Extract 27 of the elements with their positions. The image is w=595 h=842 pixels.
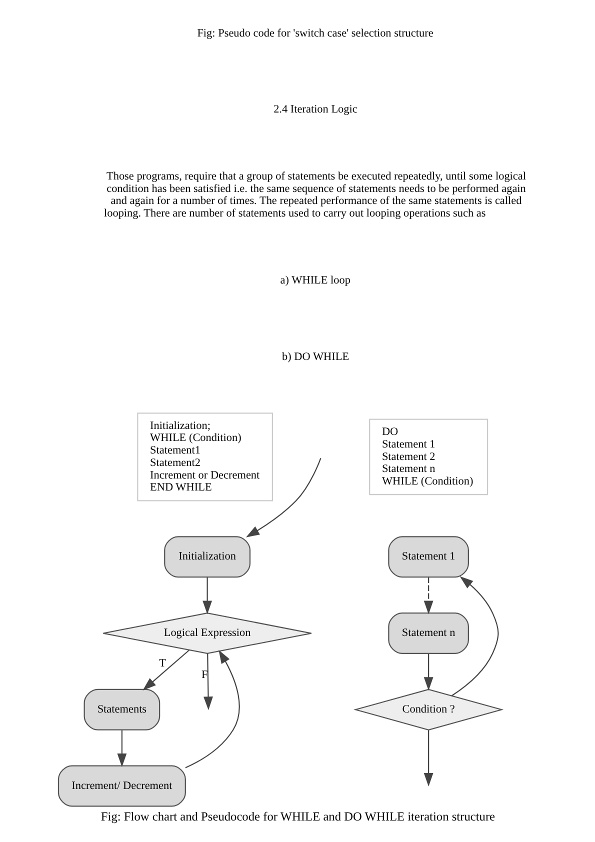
- arrow: [423, 730, 433, 786]
- arrow: [202, 578, 212, 614]
- node-diamond: Condition ?: [352, 688, 504, 730]
- node-box: Initialization; WHILE (Condition) Statement1 Statement2 Increment or Decrement END WHILE: [136, 412, 273, 502]
- node-box: Initialization: [164, 536, 250, 578]
- label: 2.4 Iteration Logic: [273, 104, 357, 116]
- node-box: Statement 1: [388, 536, 468, 578]
- edge-label: F: [201, 668, 208, 681]
- node-diamond: Logical Expression: [102, 612, 312, 654]
- edge-label: T: [158, 657, 166, 670]
- arrow: [450, 576, 498, 696]
- arrow: [184, 650, 240, 768]
- arrow: [116, 730, 126, 767]
- label: Those programs, require that a group of statements be executed repeatedly, until some logical condition has been satisfied i.e. the same sequence of statements needs to be performed again and again for a number of times. The repeated performance of the same statements is called looping. There are number of statements used to carry out looping operations such as: [103, 170, 526, 220]
- arrow: [423, 578, 433, 614]
- node-box: DO Statement 1 Statement 2 Statement n WHILE (Condition): [368, 418, 488, 496]
- label: b) DO WHILE: [281, 350, 349, 363]
- arrow: [142, 650, 190, 691]
- arrow: [203, 653, 212, 710]
- label: a) WHILE loop: [280, 274, 350, 286]
- label: Fig: Pseudo code for 'switch case' selection structure: [196, 27, 433, 40]
- node-box: Statements: [83, 688, 160, 730]
- node-box: Increment/ Decrement: [57, 765, 186, 807]
- caption: Fig: Flow chart and Pseudocode for WHILE and DO WHILE iteration structure: [100, 810, 495, 824]
- node-box: Statement n: [388, 612, 468, 654]
- arrow: [245, 458, 321, 538]
- arrow: [423, 654, 433, 691]
